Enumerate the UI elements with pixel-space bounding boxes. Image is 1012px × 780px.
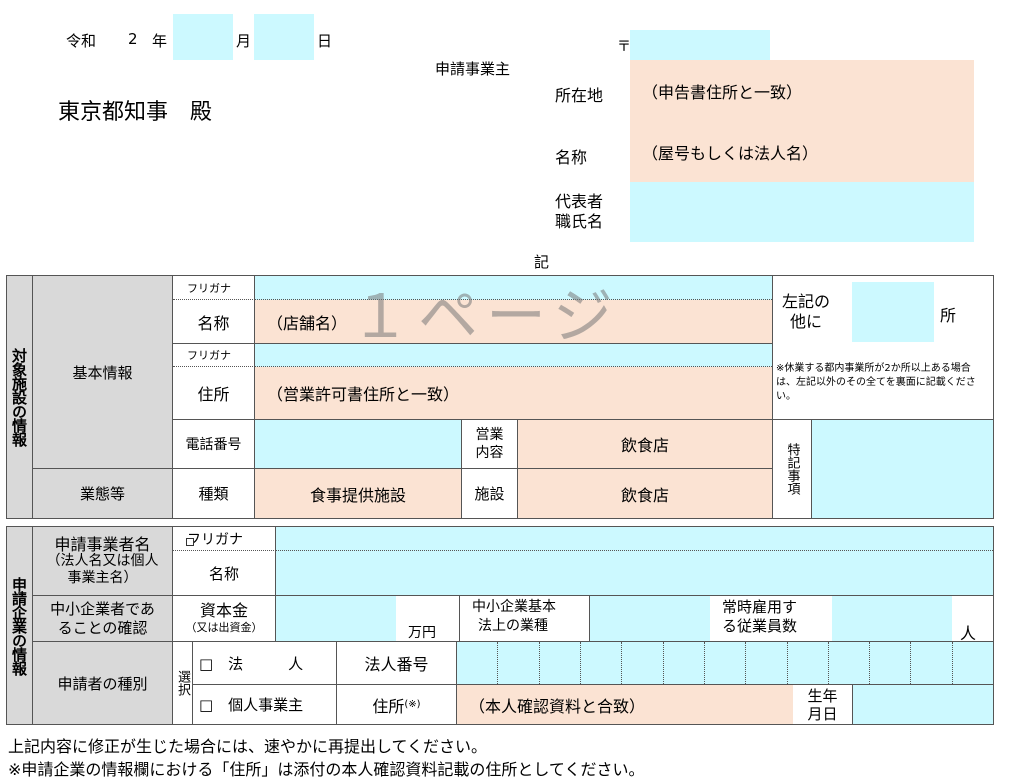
industry-label: 中小企業基本法上の業種 <box>460 595 590 641</box>
corp-number-label: 法人番号 <box>337 641 457 684</box>
year-input[interactable] <box>173 14 233 60</box>
year-number: 2 <box>128 30 138 48</box>
facility-name-input[interactable]: （店舗名） <box>255 300 772 343</box>
corp-option[interactable]: □ 法 人 <box>193 641 337 684</box>
addressee: 東京都知事 殿 <box>58 100 213 125</box>
footer-note-1: 上記内容に修正が生じた場合には、速やかに再提出してください。 <box>8 737 488 756</box>
birth-input[interactable] <box>853 684 993 724</box>
phone-label: 電話番号 <box>173 419 255 468</box>
corp-number-digit[interactable] <box>662 642 704 684</box>
corp-number-digit[interactable] <box>951 642 993 684</box>
location-hint: （申告書住所と一致） <box>642 82 803 102</box>
facility-name-label: 名称 <box>173 300 255 343</box>
day-label: 日 <box>317 32 333 50</box>
corp-number-input[interactable] <box>457 641 993 684</box>
individual-option[interactable]: □ 個人事業主 <box>193 684 337 724</box>
special-notes-label: 特記事項 <box>772 419 812 518</box>
company-section-title: 申請企業の情報 <box>7 527 33 724</box>
employees-unit: 人 <box>960 624 977 643</box>
corp-number-digit[interactable] <box>538 642 580 684</box>
postal-mark: 〒 <box>617 39 631 55</box>
kind-label: 種類 <box>173 468 255 518</box>
other-locations-count-input[interactable] <box>852 282 934 342</box>
employees-input[interactable] <box>832 595 952 641</box>
special-notes-input[interactable] <box>812 419 993 518</box>
name-label: 名称 <box>555 148 588 167</box>
capital-label: 資本金（又は出資金） <box>173 595 276 641</box>
other-locations-unit: 所 <box>940 306 957 325</box>
corp-number-digit[interactable] <box>457 642 497 684</box>
year-label: 年 <box>152 32 168 50</box>
select-label: 選択 <box>173 641 193 724</box>
footer-note-2: ※申請企業の情報欄における「住所」は添付の本人確認資料記載の住所としてください。 <box>8 760 645 779</box>
corp-number-digit[interactable] <box>869 642 910 684</box>
birth-label: 生年月日 <box>793 684 853 724</box>
corp-number-digit[interactable] <box>910 642 951 684</box>
facility-name-hint: （店舗名） <box>267 313 348 333</box>
facility-name-furigana-input[interactable] <box>255 276 772 300</box>
capital-input[interactable] <box>276 595 396 641</box>
representative-label: 代表者職氏名 <box>555 192 603 232</box>
company-furigana-input[interactable] <box>276 527 993 551</box>
facility-kind-value[interactable]: 飲食店 <box>518 468 772 518</box>
month-label: 月 <box>236 32 252 50</box>
facility-address-furigana-input[interactable] <box>255 343 772 367</box>
corp-number-digit[interactable] <box>786 642 828 684</box>
employees-unit-cell: 人 <box>952 595 993 643</box>
capital-unit: 万円 <box>408 625 436 641</box>
corp-number-digit[interactable] <box>579 642 621 684</box>
era-label: 令和 <box>66 32 97 50</box>
facility-address-input[interactable]: （営業許可書住所と一致） <box>255 367 772 419</box>
corp-number-digit[interactable] <box>497 642 538 684</box>
facility-address-furigana-label: フリガナ <box>173 343 255 367</box>
kind-value[interactable]: 食事提供施設 <box>255 468 462 518</box>
business-type-label: 業態等 <box>33 468 173 518</box>
capital-unit-cell: 万円 <box>396 595 460 641</box>
facility-table <box>6 275 994 519</box>
company-address-input[interactable]: （本人確認資料と合致） <box>457 684 793 724</box>
company-table <box>6 526 994 725</box>
corp-number-digit[interactable] <box>703 642 745 684</box>
month-input[interactable] <box>254 14 314 60</box>
company-address-hint: （本人確認資料と合致） <box>469 696 646 716</box>
location-label: 所在地 <box>555 86 604 105</box>
representative-input[interactable] <box>630 182 974 242</box>
name-input[interactable]: （屋号もしくは法人名） <box>630 121 974 182</box>
facility-address-hint: （営業許可書住所と一致） <box>267 385 460 404</box>
other-locations-label: 左記の他に <box>782 292 831 331</box>
rep-label-line1: 代表者 <box>555 192 604 211</box>
company-name-input[interactable] <box>276 551 993 595</box>
company-name-label: 名称 <box>173 551 276 595</box>
page-watermark: １ページ <box>350 282 621 352</box>
applicant-label: 申請事業主 <box>435 60 511 78</box>
facility-kind-label: 施設 <box>462 468 518 518</box>
ki-mark: 記 <box>534 253 550 271</box>
company-furigana-label: フリガナ <box>173 527 276 551</box>
rep-label-line2: 職氏名 <box>555 212 604 231</box>
sme-label: 中小企業者であることの確認 <box>33 595 173 641</box>
facility-section-title: 対象施設の情報 <box>7 276 33 518</box>
industry-input[interactable] <box>590 595 710 641</box>
applicant-name-label: 申請事業者名（法人名又は個人事業主名） <box>33 527 173 595</box>
corp-number-digit[interactable] <box>745 642 786 684</box>
other-locations-block <box>772 276 993 419</box>
name-hint: （屋号もしくは法人名） <box>642 143 819 163</box>
business-content-label: 営業内容 <box>462 419 518 468</box>
corp-number-digit[interactable] <box>621 642 662 684</box>
other-locations-note: ※休業する都内事業所が2か所以上ある場合は、左記以外のその全てを裏面に記載くださ… <box>776 363 976 402</box>
checkbox-icon[interactable] <box>186 538 194 546</box>
employees-label: 常時雇用する従業員数 <box>710 595 832 641</box>
phone-input[interactable] <box>255 419 462 468</box>
location-input[interactable]: （申告書住所と一致） <box>630 60 974 121</box>
facility-furigana-label: フリガナ <box>173 276 255 300</box>
company-address-label: 住所(※) <box>337 684 457 724</box>
applicant-type-label: 申請者の種別 <box>33 641 173 724</box>
business-content-value[interactable]: 飲食店 <box>518 419 772 468</box>
facility-address-label: 住所 <box>173 367 255 419</box>
postal-code-input[interactable] <box>630 30 770 60</box>
basic-info-label: 基本情報 <box>33 276 173 468</box>
corp-number-digit[interactable] <box>827 642 869 684</box>
